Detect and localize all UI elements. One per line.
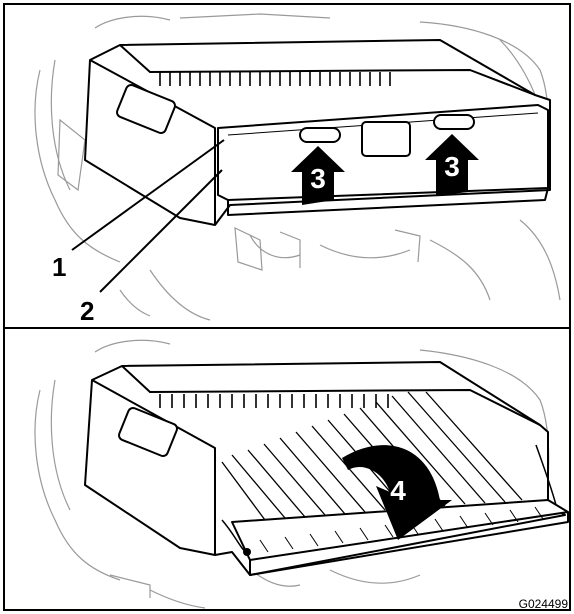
callout-1: 1 [52,252,66,282]
leader-line-2 [99,169,223,293]
leader-line-1 [71,139,225,251]
cargo-box-open [84,361,569,576]
callout-4: 4 [390,475,406,506]
open-direction-arrow [342,445,452,540]
cable-pin-left [243,548,251,556]
callout-3-right: 3 [444,151,460,182]
cargo-box-closed [84,39,551,226]
lift-arrow-left [291,146,345,205]
callout-3-left: 3 [310,163,326,194]
lift-arrow-right [425,134,479,196]
bottom-panel-frame [3,327,571,611]
callout-2: 2 [80,296,94,326]
top-panel: 3 3 1 2 [34,13,561,326]
figure-id: G024499 [519,597,569,611]
bottom-panel: 4 [34,339,569,609]
front-wall-vents [159,72,391,86]
front-wall-vents-bottom [159,394,389,408]
tailgate-cable-right [535,444,557,506]
vehicle-background [34,13,561,321]
